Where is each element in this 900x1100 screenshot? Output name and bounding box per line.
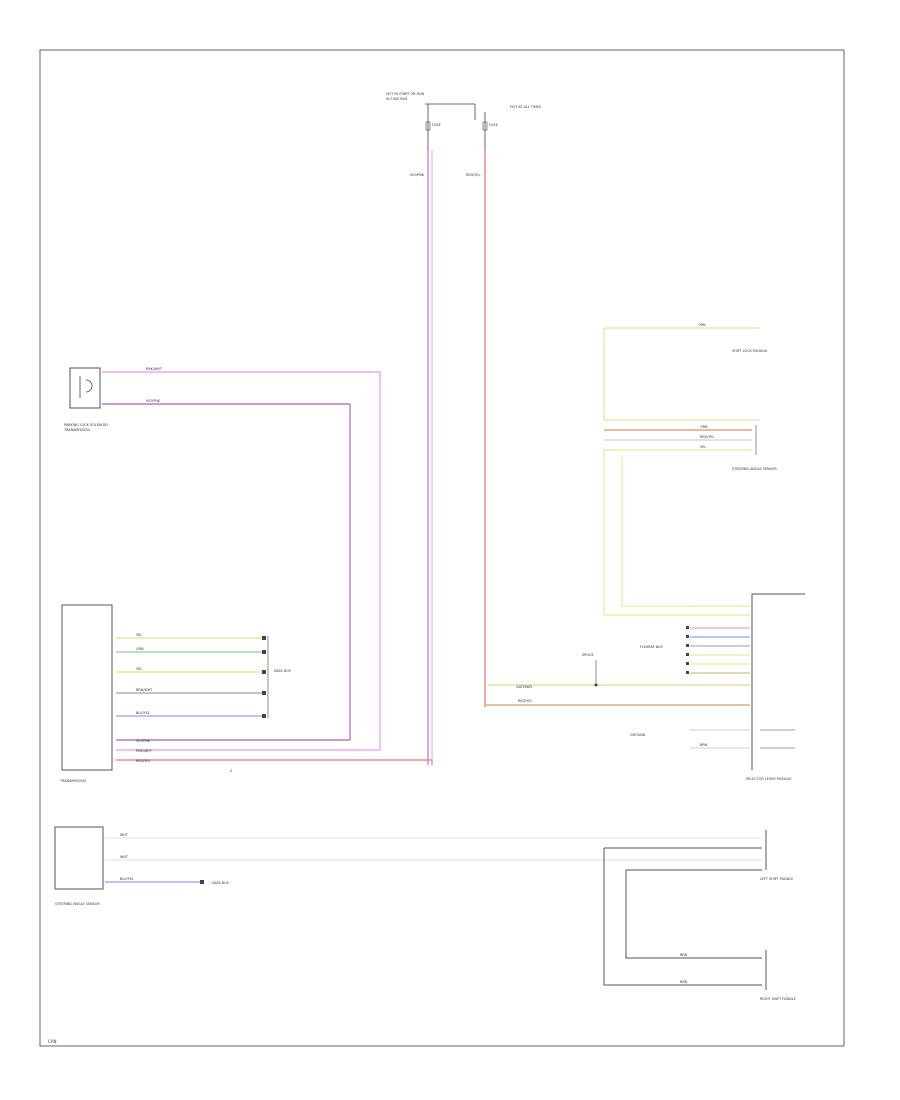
wire-label-yel-sensor: YEL (700, 445, 706, 449)
transmission-power-wire (116, 759, 433, 765)
parking-lock-solenoid: PARKING LOCK SOLENOID TRANSMISSION (63, 367, 108, 432)
solenoid-wire-label-violet: VIO/PNK (146, 399, 161, 403)
ground-label: GROUND (630, 733, 646, 737)
left-paddle-label: LEFT SHIFT PADDLE (760, 877, 793, 881)
footer-label: CAN (48, 1039, 57, 1044)
wire-label-orn-sensor: ORN (700, 425, 708, 429)
solenoid-icon (79, 376, 93, 398)
wire-label-red-yel-bottom: RED/YEL (136, 759, 150, 763)
left-fuse-icon (425, 121, 431, 131)
shift-lock-module: ORN SHIFT LOCK MODULE (603, 323, 768, 421)
solenoid-wire-label-pink: PNK/WHT (146, 367, 163, 371)
parking-lock-solenoid-label: PARKING LOCK SOLENOID (64, 423, 108, 427)
shift-lock-module-label: SHIFT LOCK MODULE (732, 349, 768, 353)
steering-angle-sensor: ORN RED/YEL YEL STEERING ANGLE SENSOR (604, 425, 777, 471)
data-bus-label-2: DATA BUS (212, 881, 229, 885)
wire-label-orn-top: ORN (698, 323, 706, 327)
selector-lever-module: FLEXRAY BUS GATEWAY SPLICE RED/YEL GROUN… (485, 593, 805, 781)
wire-label-brn-wht: BRN/WHT (136, 688, 153, 692)
wire-label-yel-2: YEL (136, 667, 142, 671)
wire-label-blu-yel: BLU/YEL (136, 711, 150, 715)
parking-lock-solenoid-label-2: TRANSMISSION (63, 428, 90, 432)
wire-label-red-yel-sensor: RED/YEL (700, 435, 714, 439)
transmission-label: TRANSMISSION (59, 779, 86, 783)
right-fuse-label: FUSE (489, 123, 498, 127)
gateway-splice-label: SPLICE (582, 653, 594, 657)
wire-label-vio-pnk-bottom: VIO/PNK (136, 739, 151, 743)
gateway-label: GATEWAY (516, 685, 533, 689)
transmission-module: TRANSMISSION (59, 604, 113, 783)
right-power-source-label: HOT AT ALL TIMES (510, 105, 541, 109)
left-feed-wire-label: VIO/PNK (410, 173, 425, 177)
flexray-bus-label: FLEXRAY BUS (640, 645, 663, 649)
transmission-signal-wires: YEL GRN YEL BRN/WHT BLU/YEL DATA BUS (116, 633, 291, 718)
wire-label-brn-paddle-2: BRN (680, 980, 688, 984)
steering-wheel-module: STEERING ANGLE SENSOR WHT WHT BLU/YEL DA… (54, 826, 762, 906)
wire-label-wht-2: WHT (120, 855, 129, 859)
wire-label-grn: GRN (136, 647, 144, 651)
steering-angle-sensor-label: STEERING ANGLE SENSOR (732, 467, 777, 471)
right-feed-wire-label: RED/YEL (466, 173, 480, 177)
wire-label-pnk-wht-bottom: PNK/WHT (136, 749, 153, 753)
right-fuse-icon (482, 121, 488, 131)
power-source-label-2: IN FUSE BOX (386, 97, 408, 101)
wire-label-brn-ground: BRN (700, 743, 708, 747)
wire-label-blu-yel-2: BLU/YEL (120, 877, 134, 881)
wire-label-red-yel-selector: RED/YEL (518, 699, 532, 703)
wire-label-wht-1: WHT (120, 833, 129, 837)
wire-yellow-loop-outer (603, 450, 690, 616)
power-feed: HOT IN START OR RUN IN FUSE BOX HOT AT A… (386, 92, 541, 177)
shift-paddles: LEFT SHIFT PADDLE RIGHT SHIFT PADDLE BRN… (603, 830, 796, 1001)
right-paddle-label: RIGHT SHIFT PADDLE (760, 997, 796, 1001)
splice-label: S (230, 769, 232, 773)
left-fuse-label: FUSE (432, 123, 441, 127)
wire-label-brn-paddle-1: BRN (680, 953, 688, 957)
data-bus-label: DATA BUS (274, 669, 291, 673)
selector-lever-module-label: SELECTOR LEVER MODULE (746, 777, 792, 781)
solenoid-wire-pink (102, 371, 381, 751)
wire-yellow-loop-inner (621, 455, 690, 607)
steering-wheel-module-label: STEERING ANGLE SENSOR (55, 902, 100, 906)
feed-wires (427, 150, 486, 765)
power-source-label: HOT IN START OR RUN (386, 92, 424, 96)
solenoid-wire-violet (102, 403, 351, 741)
wire-label-yel-1: YEL (136, 633, 142, 637)
diagram-frame (39, 49, 845, 1047)
